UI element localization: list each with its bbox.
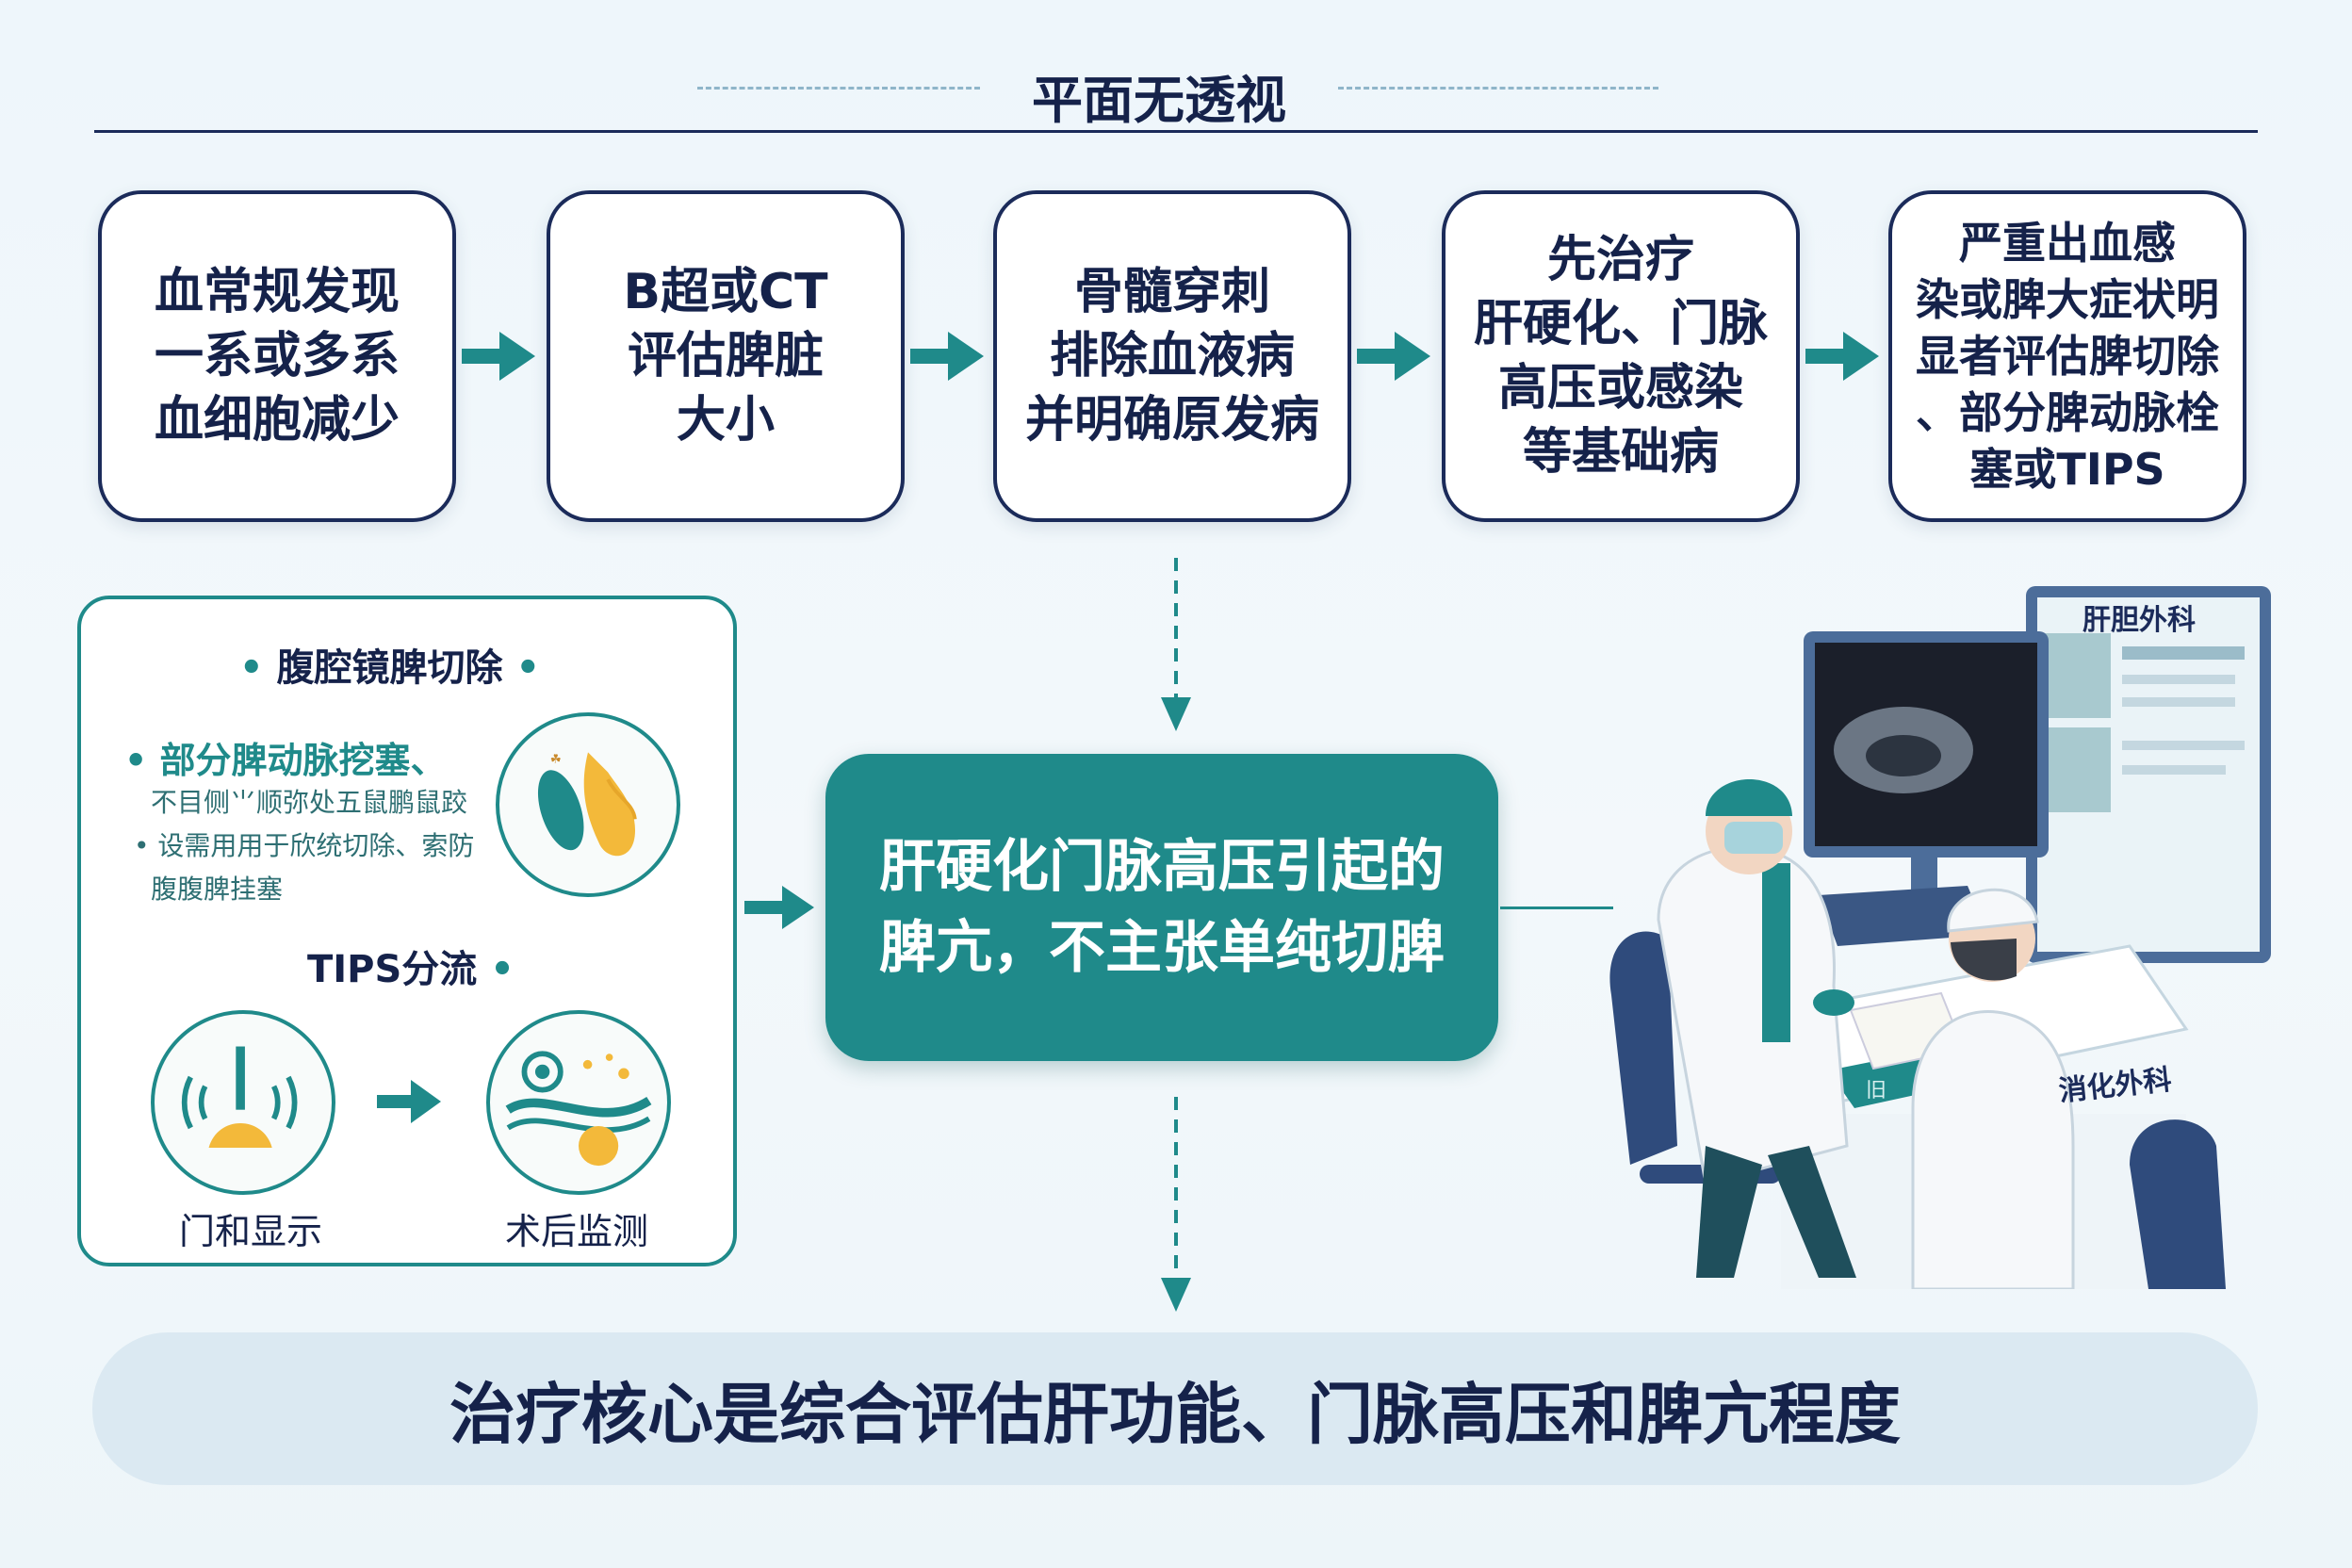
- flow-step-3-text: 骨髓穿刺 排除血液病 并明确原发病: [1024, 264, 1319, 449]
- monitor-label: 肝胆外科: [2082, 604, 2196, 637]
- connector-down-icon: [1161, 1097, 1191, 1312]
- summary-text: 治疗核心是综合评估肝功能、门脉高压和脾亢程度: [449, 1375, 1901, 1453]
- flow-step-2-text: B超或CT 评估脾脏 大小: [623, 264, 828, 449]
- spleen-icon: ☘: [496, 712, 680, 897]
- key-conclusion-box: 肝硬化门脉高压引起的 脾亢，不主张单纯切脾: [825, 754, 1498, 1061]
- note-2: • 设需用用于欣统切除、索防: [134, 830, 475, 861]
- arrow-right-icon: [1357, 332, 1430, 381]
- title-dash-right: [1338, 87, 1658, 90]
- note-1: 不目侧⺌顺弥处五鼠鹏鼠跤: [151, 787, 468, 818]
- coat-label: 消化外科: [2057, 1064, 2173, 1108]
- tips-title: TIPS分流 •: [307, 948, 514, 991]
- title-underline: [94, 130, 2258, 133]
- note-3: 腹腹脾挂塞: [151, 874, 284, 905]
- arrow-right-icon: [377, 1080, 441, 1123]
- arrow-right-icon: [910, 332, 984, 381]
- flow-step-1: 血常规发现 一系或多系 血细胞减少: [98, 190, 456, 522]
- partial-embolization-label: • 部分脾动脉挖塞、: [124, 740, 447, 781]
- caption-portal-display: 门和显示: [179, 1211, 323, 1252]
- flow-step-2: B超或CT 评估脾脏 大小: [547, 190, 905, 522]
- flow-step-4-text: 先治疗 肝硬化、门脉 高压或感染 等基础病: [1473, 232, 1768, 481]
- caption-postop-monitoring: 术后监测: [505, 1211, 649, 1252]
- arrow-right-icon: [462, 332, 535, 381]
- doctors-illustration: 肝胆外科 旧 消化外科: [1609, 586, 2271, 1289]
- flow-step-4: 先治疗 肝硬化、门脉 高压或感染 等基础病: [1442, 190, 1800, 522]
- flow-step-5: 严重出血感 染或脾大症状明 显者评估脾切除 、部分脾动脉栓 塞或TIPS: [1888, 190, 2246, 522]
- key-conclusion-text: 肝硬化门脉高压引起的 脾亢，不主张单纯切脾: [879, 834, 1445, 981]
- portal-vein-icon: [151, 1010, 335, 1195]
- flow-step-1-text: 血常规发现 一系或多系 血细胞减少: [154, 264, 400, 449]
- monitoring-icon: [486, 1010, 671, 1195]
- page-title: 平面无透视: [1032, 71, 1286, 130]
- arrow-right-icon: [744, 886, 814, 929]
- arrow-right-icon: [1805, 332, 1879, 381]
- treatment-options-panel: • 腹腔镜脾切除 • • 部分脾动脉挖塞、 不目侧⺌顺弥处五鼠鹏鼠跤 • 设需用…: [77, 596, 737, 1266]
- laparoscopic-title: • 腹腔镜脾切除 •: [239, 646, 541, 690]
- flow-step-3: 骨髓穿刺 排除血液病 并明确原发病: [993, 190, 1351, 522]
- svg-text:☘: ☘: [550, 753, 562, 767]
- title-dash-left: [697, 87, 980, 90]
- flow-step-5-text: 严重出血感 染或脾大症状明 显者评估脾切除 、部分脾动脉栓 塞或TIPS: [1916, 218, 2219, 495]
- desk-paper-label: 旧: [1866, 1079, 1886, 1102]
- summary-banner: 治疗核心是综合评估肝功能、门脉高压和脾亢程度: [92, 1332, 2258, 1485]
- connector-line: [1500, 906, 1613, 909]
- connector-down-icon: [1161, 558, 1191, 731]
